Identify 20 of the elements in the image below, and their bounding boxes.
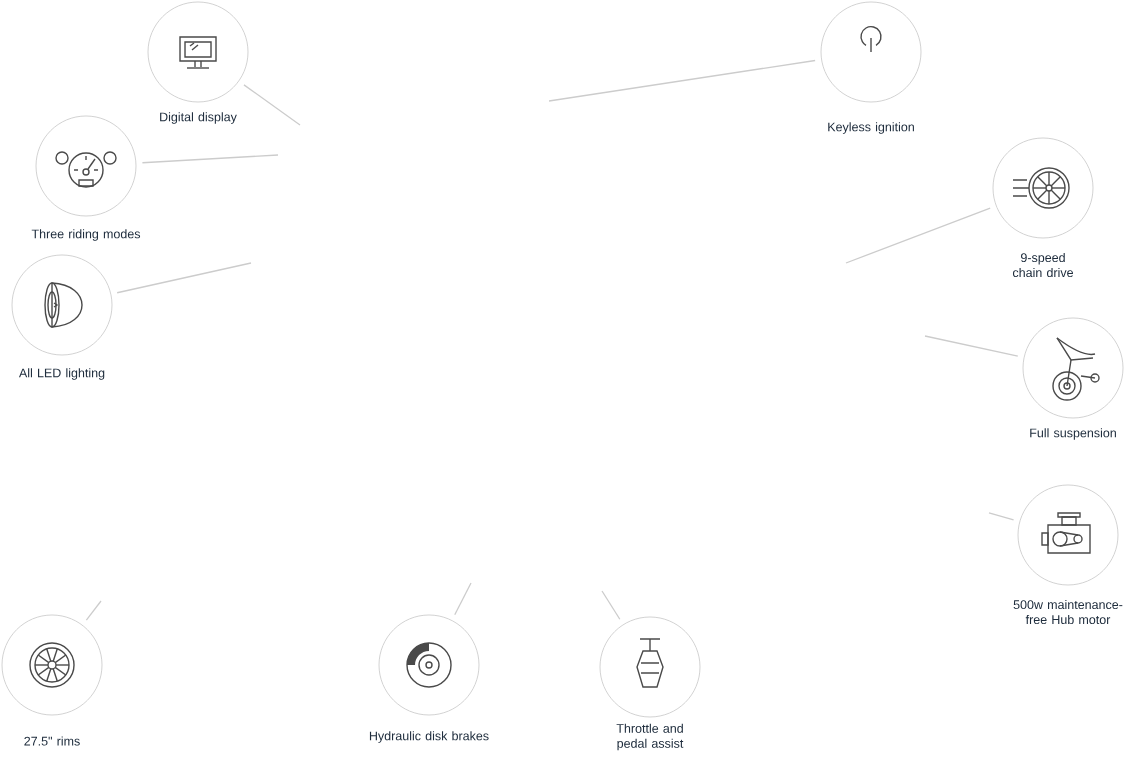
leader-line — [845, 207, 991, 264]
leader-line — [454, 582, 472, 616]
leader-line — [924, 335, 1019, 357]
feature-label: 27.5" rims — [24, 736, 80, 746]
feature-label: Hydraulic disk brakes — [369, 731, 489, 743]
leader-line — [548, 59, 816, 102]
feature-label: Digital display — [160, 112, 237, 124]
feature-label: 9-speed chain drive — [1012, 252, 1073, 278]
leader-line — [988, 512, 1015, 521]
leader-line — [141, 154, 279, 164]
leader-line — [601, 590, 621, 620]
feature-label: Throttle and pedal assist — [616, 723, 684, 751]
feature-label: Keyless ignition — [828, 122, 914, 134]
feature-label: Three riding modes — [31, 229, 141, 241]
leader-line — [85, 600, 102, 621]
feature-label: 500w maintenance-free Hub motor — [1013, 599, 1123, 625]
feature-label: Full suspension — [1030, 428, 1116, 440]
leader-line — [243, 84, 301, 126]
leader-line — [116, 262, 252, 294]
feature-label: All LED lighting — [18, 368, 105, 380]
